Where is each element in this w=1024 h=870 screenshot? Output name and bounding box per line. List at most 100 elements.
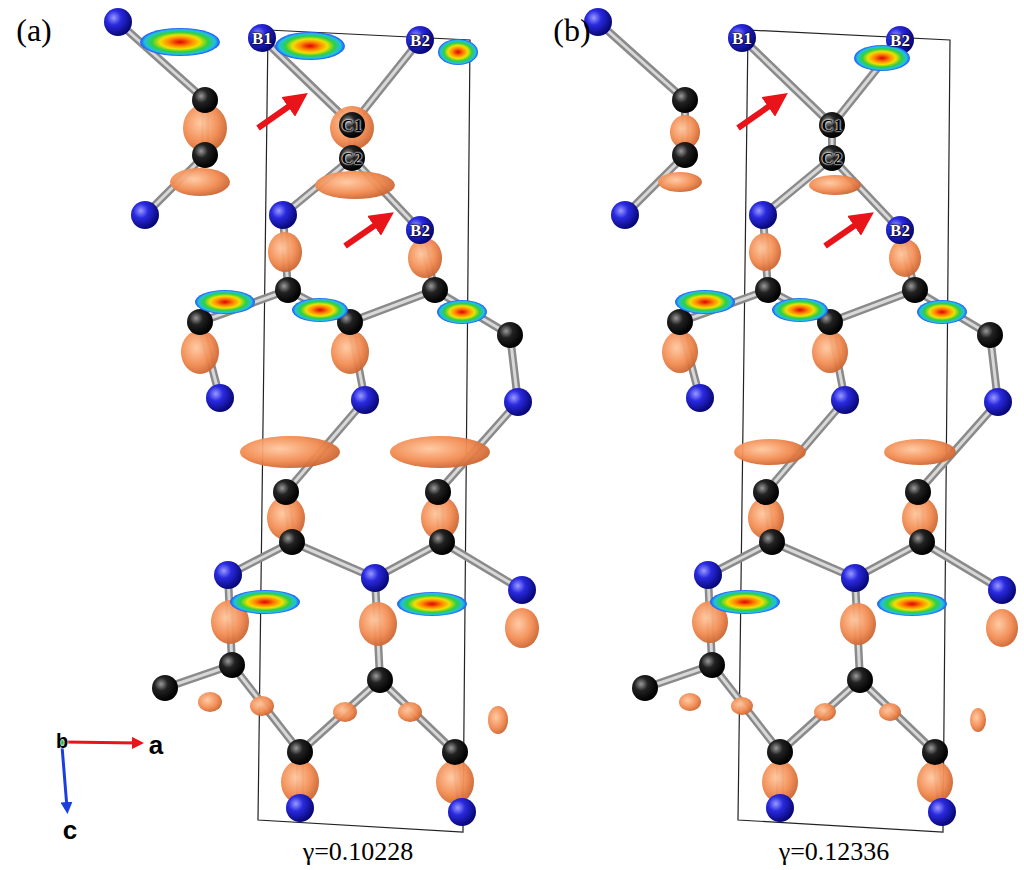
- panel-label: (b): [553, 14, 590, 46]
- boron-atom: [611, 201, 639, 229]
- structure-panel: [104, 8, 539, 832]
- bond-highlight: [435, 290, 510, 335]
- bond: [830, 290, 915, 322]
- carbon-atom: [219, 652, 245, 678]
- isosurface: [809, 175, 861, 195]
- c-axis: [62, 746, 67, 808]
- gamma-value: γ=0.12336: [779, 839, 890, 865]
- carbon-atom: [977, 322, 1003, 348]
- isosurface: [198, 692, 222, 712]
- isosurface: [170, 168, 230, 196]
- boron-atom: [214, 561, 242, 589]
- carbon-atom: [632, 675, 658, 701]
- density-contour: [292, 298, 348, 322]
- boron-atom: [361, 564, 389, 592]
- isosurface: [679, 693, 701, 711]
- isosurface: [398, 702, 422, 722]
- bond: [380, 680, 455, 752]
- carbon-atom: [192, 142, 218, 168]
- boron-atom: [406, 26, 434, 54]
- bond: [598, 22, 685, 100]
- carbon-atom: [819, 145, 845, 171]
- carbon-atom: [275, 277, 301, 303]
- carbon-atom: [667, 309, 693, 335]
- unit-cell: [738, 30, 950, 832]
- density-contour: [230, 590, 300, 614]
- isosurface: [330, 106, 374, 150]
- density-contour: [437, 300, 487, 324]
- boron-atom: [248, 24, 276, 52]
- density-contour: [675, 290, 735, 314]
- isosurface: [408, 238, 442, 278]
- boron-atom: [406, 216, 434, 244]
- carbon-atom: [273, 479, 299, 505]
- isosurface: [814, 703, 836, 721]
- carbon-atom: [902, 277, 928, 303]
- carbon-atom: [922, 739, 948, 765]
- isosurface: [436, 760, 474, 804]
- isosurface: [917, 761, 953, 803]
- bond: [860, 680, 935, 752]
- atom-label: B1: [732, 30, 752, 47]
- carbon-atom: [699, 652, 725, 678]
- boron-atom: [749, 201, 777, 229]
- carbon-atom: [339, 112, 365, 138]
- density-contour: [438, 39, 478, 65]
- density-contour: [877, 592, 947, 616]
- bond-highlight: [380, 680, 455, 752]
- isosurface: [986, 609, 1018, 647]
- isosurface: [181, 330, 219, 374]
- carbon-atom: [442, 739, 468, 765]
- density-contour: [397, 592, 467, 616]
- structure-panel: [584, 8, 1018, 832]
- carbon-atom: [909, 529, 935, 555]
- carbon-atom: [367, 667, 393, 693]
- bond-highlight: [350, 290, 435, 322]
- isosurface: [315, 171, 395, 199]
- isosurface: [268, 232, 302, 272]
- bond: [435, 290, 510, 335]
- carbon-atom: [672, 142, 698, 168]
- boron-atom: [984, 388, 1012, 416]
- bonds: [598, 22, 1002, 812]
- atom-label: B2: [890, 222, 910, 239]
- carbon-atom: [497, 322, 523, 348]
- isosurface: [333, 702, 357, 722]
- carbon-atom: [759, 529, 785, 555]
- boron-atom: [286, 794, 314, 822]
- density-contour: [710, 590, 780, 614]
- density-contour: [854, 45, 910, 71]
- bond-highlight: [742, 38, 832, 125]
- boron-atom: [131, 201, 159, 229]
- atom-label: B2: [890, 32, 910, 49]
- boron-atom: [686, 384, 714, 412]
- bond: [712, 665, 780, 752]
- atom-label: C2: [342, 150, 363, 167]
- gamma-value: γ=0.10228: [303, 839, 414, 865]
- red-arrow: [345, 219, 384, 246]
- boron-atom: [206, 384, 234, 412]
- isosurface: [359, 602, 397, 646]
- carbon-atom: [429, 529, 455, 555]
- boron-atom: [351, 386, 379, 414]
- isosurface: [488, 706, 508, 734]
- carbon-atom: [672, 87, 698, 113]
- density-contour: [917, 300, 967, 324]
- bond: [350, 290, 435, 322]
- atom-label: C1: [342, 117, 363, 134]
- isosurface: [889, 239, 921, 277]
- bond-highlight: [598, 22, 685, 100]
- bond-highlight: [830, 290, 915, 322]
- red-arrow: [825, 219, 864, 246]
- isosurface: [840, 603, 876, 645]
- boron-atom: [508, 576, 536, 604]
- axis-label: b: [56, 731, 68, 751]
- boron-atom: [766, 794, 794, 822]
- isosurface: [812, 331, 848, 373]
- boron-atom: [928, 798, 956, 826]
- bond-highlight: [915, 290, 990, 335]
- bond: [742, 38, 832, 125]
- isosurface: [731, 697, 753, 715]
